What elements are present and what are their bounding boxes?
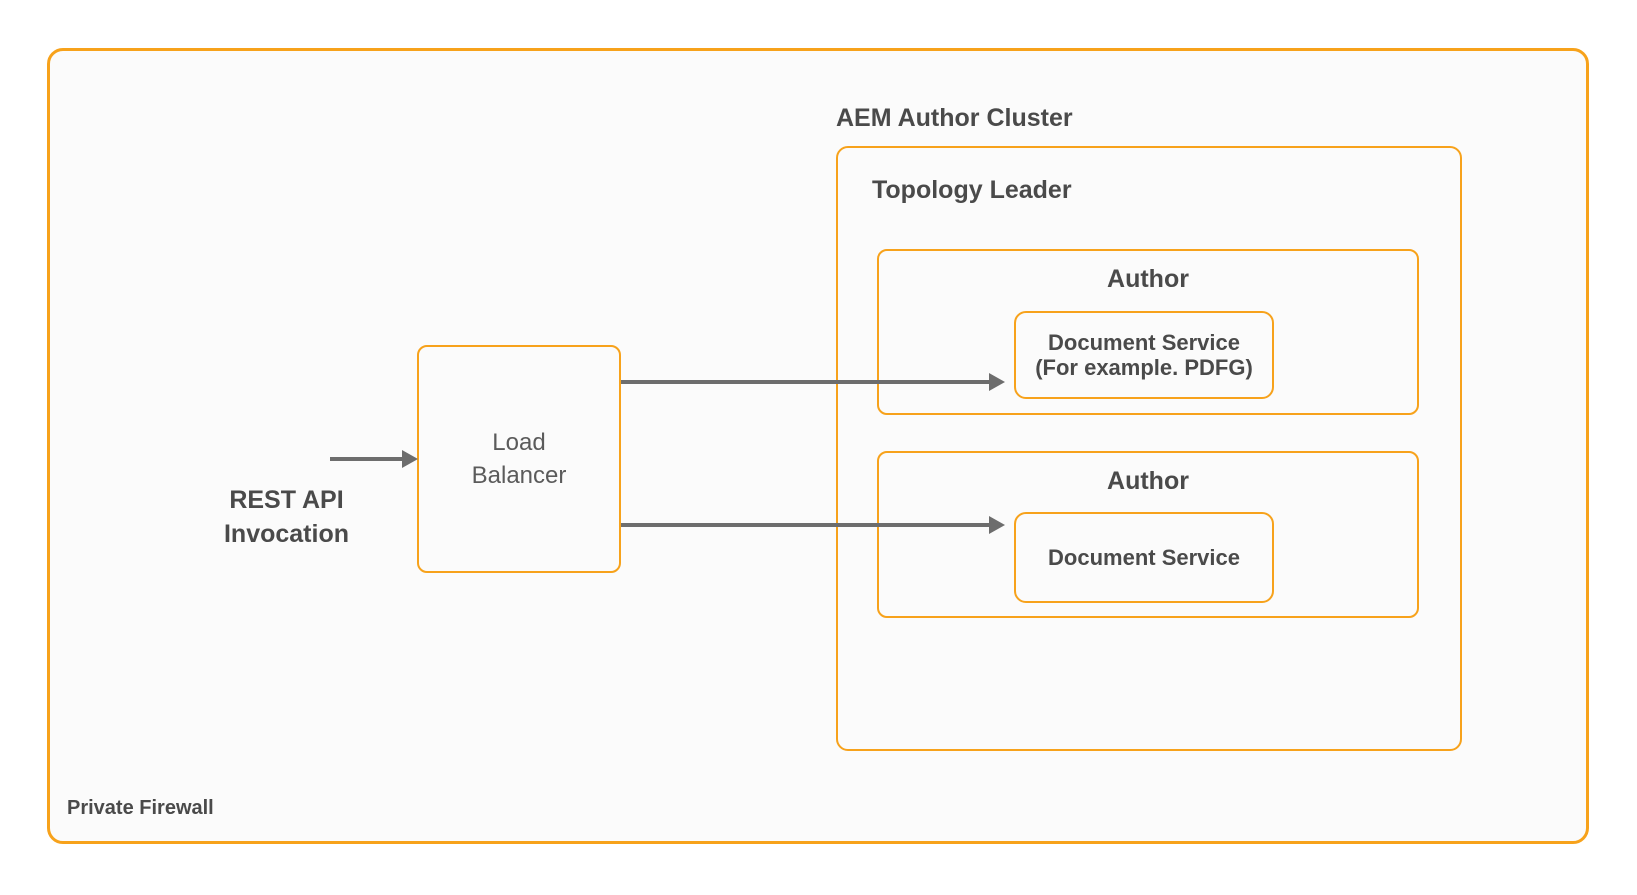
document-service-1-box: Document Service (For example. PDFG) bbox=[1014, 311, 1274, 399]
rest-api-invocation-line1: REST API bbox=[229, 486, 344, 514]
rest-api-invocation-label: REST API Invocation bbox=[194, 483, 379, 551]
author-node-2-label: Author bbox=[1107, 467, 1189, 495]
arrow-load-balancer-to-document-service-1 bbox=[621, 373, 1005, 391]
topology-leader-box: Topology Leader Author Document Service … bbox=[836, 146, 1462, 751]
document-service-2-label: Document Service bbox=[1048, 545, 1240, 570]
author-node-2-box: Author Document Service bbox=[877, 451, 1419, 618]
author-node-1-box: Author Document Service (For example. PD… bbox=[877, 249, 1419, 415]
private-firewall-label: Private Firewall bbox=[67, 797, 214, 819]
document-service-2-box: Document Service bbox=[1014, 512, 1274, 603]
topology-leader-label: Topology Leader bbox=[872, 176, 1072, 204]
aem-author-cluster-title: AEM Author Cluster bbox=[836, 104, 1073, 132]
load-balancer-label: Load Balancer bbox=[472, 426, 567, 492]
document-service-1-label: Document Service (For example. PDFG) bbox=[1035, 330, 1253, 380]
rest-api-invocation-line2: Invocation bbox=[223, 520, 349, 548]
load-balancer-line2: Balancer bbox=[471, 462, 567, 489]
document-service-1-line2: (For example. PDFG) bbox=[1035, 355, 1253, 380]
private-firewall-box: REST API Invocation bbox=[47, 48, 1589, 844]
arrow-load-balancer-to-document-service-2 bbox=[621, 516, 1005, 534]
author-node-1-label: Author bbox=[1107, 265, 1189, 293]
load-balancer-box: Load Balancer bbox=[417, 345, 621, 573]
document-service-2-line1: Document Service bbox=[1048, 545, 1240, 570]
load-balancer-line1: Load bbox=[492, 429, 546, 456]
document-service-1-line1: Document Service bbox=[1048, 330, 1240, 355]
arrow-rest-api-to-load-balancer bbox=[330, 450, 418, 468]
